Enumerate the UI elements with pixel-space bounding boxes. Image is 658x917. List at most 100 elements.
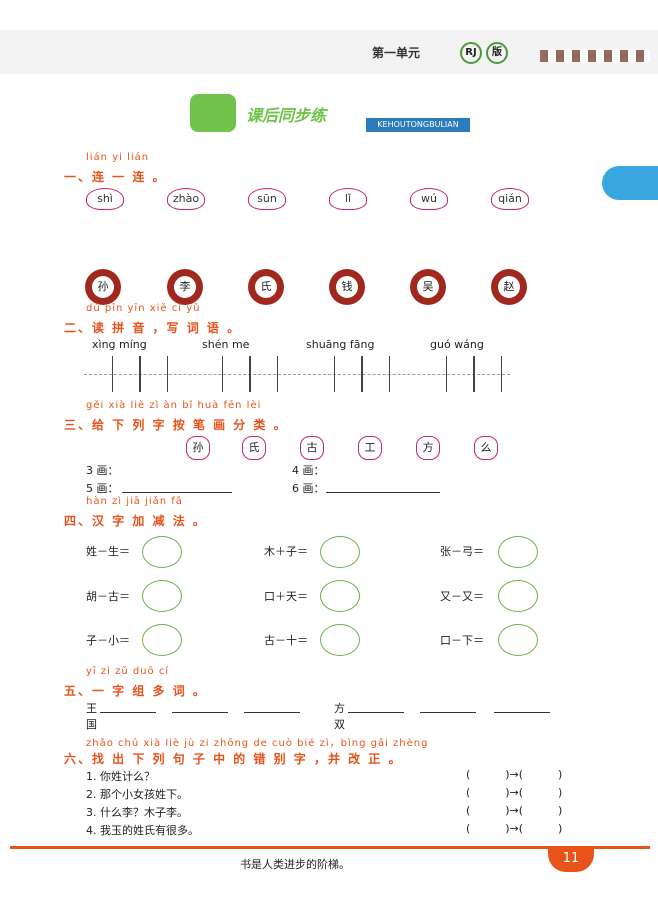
lesson-banner: 课后同步练 KEHOUTONGBULIAN bbox=[190, 92, 472, 134]
sentence-line: 4. 我玉的姓氏有很多。 bbox=[86, 824, 199, 837]
char-equation: 胡－古＝ bbox=[86, 590, 130, 603]
char-equation: 又－又＝ bbox=[440, 590, 484, 603]
flower-char-text: 孙 bbox=[92, 276, 114, 298]
shell-pinyin: sūn bbox=[248, 188, 286, 210]
sec2-title: 二、读 拼 音 ，写 词 语 。 bbox=[64, 321, 242, 335]
shell-pinyin: qián bbox=[491, 188, 529, 210]
unit-title: 第一单元 bbox=[372, 46, 421, 60]
correction-blank[interactable]: ( )→( ) bbox=[466, 804, 563, 817]
apple-blank[interactable] bbox=[498, 536, 538, 568]
flower-char-text: 赵 bbox=[498, 276, 520, 298]
answer-line[interactable] bbox=[494, 712, 550, 713]
sentence-line: 2. 那个小女孩姓下。 bbox=[86, 788, 188, 801]
group-char: 国 bbox=[86, 718, 97, 731]
answer-line[interactable] bbox=[420, 712, 476, 713]
sec4-pinyin: hàn zì jiā jiǎn fǎ bbox=[86, 496, 183, 507]
flower-char: 孙 bbox=[88, 272, 118, 302]
sec6-title: 六、找 出 下 列 句 子 中 的 错 别 字 ，并 改 正 。 bbox=[64, 752, 403, 766]
grid-pinyin: guó wáng bbox=[430, 338, 484, 351]
correction-blank[interactable]: ( )→( ) bbox=[466, 822, 563, 835]
writing-cell[interactable] bbox=[140, 356, 168, 392]
apple-blank[interactable] bbox=[320, 536, 360, 568]
writing-cell[interactable] bbox=[250, 356, 278, 392]
writing-cell[interactable] bbox=[362, 356, 390, 392]
banner-subtitle: KEHOUTONGBULIAN bbox=[366, 118, 470, 132]
group-char: 方 bbox=[334, 702, 345, 715]
sec3-title: 三、给 下 列 字 按 笔 画 分 类 。 bbox=[64, 418, 288, 432]
answer-line[interactable] bbox=[244, 712, 300, 713]
sec3-pinyin: gěi xià liè zì àn bǐ huà fēn lèi bbox=[86, 400, 262, 411]
edition-badge-rj: RJ bbox=[460, 42, 482, 64]
side-tab bbox=[602, 166, 658, 200]
char-equation: 木＋子＝ bbox=[264, 545, 308, 558]
char-cloud: 工 bbox=[358, 436, 382, 460]
writing-cell[interactable] bbox=[222, 356, 250, 392]
apple-blank[interactable] bbox=[320, 580, 360, 612]
sec1-pinyin: lián yi lián bbox=[86, 152, 150, 163]
writing-cell[interactable] bbox=[474, 356, 502, 392]
writing-guide bbox=[84, 374, 510, 376]
sentence-line: 3. 什么李？木子李。 bbox=[86, 806, 188, 819]
shell-pinyin: shì bbox=[86, 188, 124, 210]
char-equation: 口－下＝ bbox=[440, 634, 484, 647]
group-char: 双 bbox=[334, 718, 345, 731]
stroke-5-label: 5 画： bbox=[86, 482, 119, 495]
shell-pinyin: lǐ bbox=[329, 188, 367, 210]
footer-motto: 书是人类进步的阶梯。 bbox=[240, 858, 350, 871]
char-cloud: 孙 bbox=[186, 436, 210, 460]
char-cloud: 方 bbox=[416, 436, 440, 460]
apple-blank[interactable] bbox=[320, 624, 360, 656]
apple-blank[interactable] bbox=[142, 580, 182, 612]
sec6-pinyin: zhǎo chū xià liè jù zi zhōng de cuò bié … bbox=[86, 738, 429, 749]
sec2-pinyin: dú pīn yīn xiě cí yǔ bbox=[86, 303, 201, 314]
page-number: 11 bbox=[548, 846, 594, 872]
grid-pinyin: shuāng fāng bbox=[306, 338, 375, 351]
mascot-icon bbox=[190, 94, 236, 132]
footer-rule bbox=[10, 846, 650, 849]
sec1-title: 一、连 一 连 。 bbox=[64, 170, 167, 184]
flower-char: 钱 bbox=[332, 272, 362, 302]
flower-char-text: 钱 bbox=[336, 276, 358, 298]
apple-blank[interactable] bbox=[142, 624, 182, 656]
char-cloud: 氏 bbox=[242, 436, 266, 460]
writing-cell[interactable] bbox=[334, 356, 362, 392]
writing-cell[interactable] bbox=[112, 356, 140, 392]
correction-blank[interactable]: ( )→( ) bbox=[466, 768, 563, 781]
char-cloud: 么 bbox=[474, 436, 498, 460]
shell-pinyin: wú bbox=[410, 188, 448, 210]
grid-pinyin: xìng míng bbox=[92, 338, 147, 351]
answer-line[interactable] bbox=[122, 492, 232, 493]
flower-char-text: 氏 bbox=[255, 276, 277, 298]
stroke-4-label: 4 画： bbox=[292, 464, 325, 477]
flower-char-text: 吴 bbox=[417, 276, 439, 298]
flower-char-text: 李 bbox=[174, 276, 196, 298]
banner-title: 课后同步练 bbox=[246, 106, 327, 125]
char-cloud: 古 bbox=[300, 436, 324, 460]
answer-line[interactable] bbox=[326, 492, 440, 493]
flower-char: 李 bbox=[170, 272, 200, 302]
group-char: 王 bbox=[86, 702, 97, 715]
apple-blank[interactable] bbox=[498, 624, 538, 656]
answer-line[interactable] bbox=[100, 712, 156, 713]
char-equation: 姓－生＝ bbox=[86, 545, 130, 558]
answer-line[interactable] bbox=[172, 712, 228, 713]
apple-blank[interactable] bbox=[498, 580, 538, 612]
sentence-line: 1. 你姓计么？ bbox=[86, 770, 155, 783]
char-equation: 古－十＝ bbox=[264, 634, 308, 647]
sec4-title: 四、汉 字 加 减 法 。 bbox=[64, 514, 207, 528]
apple-blank[interactable] bbox=[142, 536, 182, 568]
checker-decoration bbox=[540, 50, 650, 62]
char-equation: 张－弓＝ bbox=[440, 545, 484, 558]
char-equation: 子－小＝ bbox=[86, 634, 130, 647]
writing-cell[interactable] bbox=[446, 356, 474, 392]
correction-blank[interactable]: ( )→( ) bbox=[466, 786, 563, 799]
shell-pinyin: zhào bbox=[167, 188, 205, 210]
answer-line[interactable] bbox=[348, 712, 404, 713]
stroke-3-label: 3 画： bbox=[86, 464, 119, 477]
sec5-pinyin: yī zì zǔ duō cí bbox=[86, 666, 170, 677]
flower-char: 氏 bbox=[251, 272, 281, 302]
flower-char: 赵 bbox=[494, 272, 524, 302]
flower-char: 吴 bbox=[413, 272, 443, 302]
sec5-title: 五、一 字 组 多 词 。 bbox=[64, 684, 207, 698]
stroke-6-label: 6 画： bbox=[292, 482, 325, 495]
